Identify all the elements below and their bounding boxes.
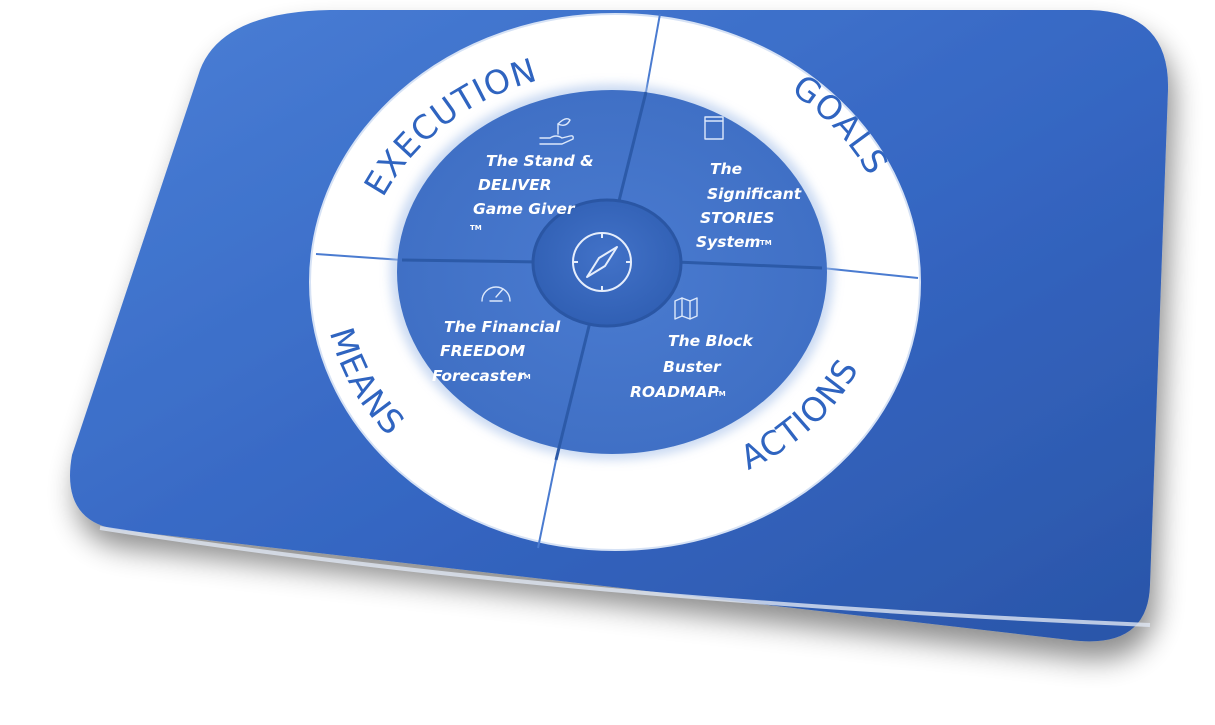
quadrant-br-line-1: The Block [668, 332, 754, 350]
quadrant-tr-line-1: The [710, 160, 742, 178]
ring-divider-right [821, 267, 919, 279]
quadrant-br-tm: TM [714, 390, 726, 398]
quadrant-means: The Financial FREEDOM Forecaster TM [432, 286, 561, 385]
map-icon [674, 297, 698, 320]
quadrant-goals: The Significant STORIES System TM [696, 116, 802, 251]
quadrant-tr-tm: TM [760, 239, 772, 247]
ring-divider-bottom [537, 459, 557, 549]
quadrant-tr-line-3: STORIES [700, 209, 774, 227]
quadrant-br-line-2: Buster [663, 358, 722, 376]
compass-icon [572, 232, 632, 292]
quadrant-divider-bottom [554, 321, 592, 461]
quadrant-bl-tm: TM [519, 373, 531, 381]
ring-divider-top [645, 13, 661, 93]
quadrant-divider-top [616, 91, 648, 206]
quadrant-tr-line-4: System [696, 233, 761, 251]
quadrant-divider-right [675, 260, 823, 270]
quadrant-bl-line-3: Forecaster [432, 367, 526, 385]
ring-divider-left [315, 253, 403, 261]
quadrant-bl-line-2: FREEDOM [440, 342, 526, 360]
quadrant-divider-left [401, 258, 541, 264]
quadrant-tr-line-2: Significant [707, 185, 802, 203]
quadrant-tl-line-2: DELIVER [478, 176, 552, 194]
quadrant-tl-line-1: The Stand & [486, 152, 594, 170]
quadrant-execution: The Stand & DELIVER Game Giver TM [470, 117, 594, 232]
quadrant-bl-line-1: The Financial [444, 318, 561, 336]
panel-edge [99, 526, 1151, 627]
quadrant-actions: The Block Buster ROADMAP TM [630, 297, 754, 401]
book-icon [704, 116, 724, 140]
gauge-icon [481, 286, 511, 302]
quadrant-br-line-3: ROADMAP [630, 383, 719, 401]
quadrant-tl-line-3: Game Giver [473, 200, 576, 218]
quadrant-tl-tm: TM [470, 224, 482, 232]
hand-plant-icon [539, 117, 574, 145]
